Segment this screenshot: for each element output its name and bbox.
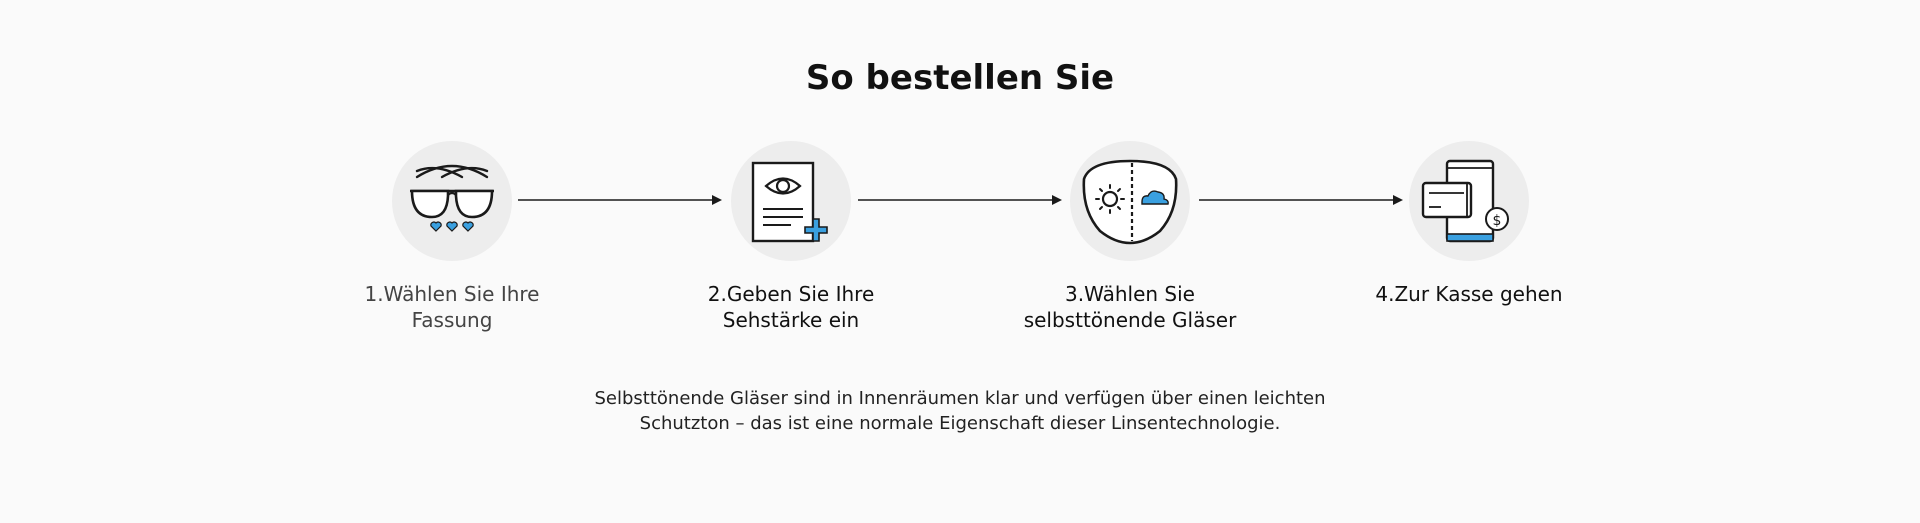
step-arrow-1	[518, 193, 722, 207]
step-1-label-line2: Fassung	[411, 308, 493, 332]
prescription-document-icon	[731, 141, 851, 261]
step-arrow-3	[1199, 193, 1403, 207]
page-title: So bestellen Sie	[805, 58, 1115, 98]
note-line1: Selbsttönende Gläser sind in Innenräumen…	[594, 388, 1326, 409]
svg-text:$: $	[1493, 213, 1502, 229]
step-3-label: 3.Wählen Sie selbsttönende Gläser	[980, 281, 1280, 333]
step-2-label: 2.Geben Sie Ihre Sehstärke ein	[641, 281, 941, 333]
photochromic-info-note: Selbsttönende Gläser sind in Innenräumen…	[460, 386, 1460, 436]
step-arrow-2	[858, 193, 1062, 207]
step-3-label-line1: 3.Wählen Sie	[1065, 282, 1195, 306]
step-4-label: 4.Zur Kasse gehen	[1319, 281, 1619, 307]
step-4-label-line1: 4.Zur Kasse gehen	[1375, 282, 1563, 306]
step-1-label: 1.Wählen Sie Ihre Fassung	[302, 281, 602, 333]
photochromic-lens-icon	[1070, 141, 1190, 261]
step-1-label-line1: 1.Wählen Sie Ihre	[364, 282, 540, 306]
glasses-with-hearts-icon	[392, 141, 512, 261]
step-3-label-line2: selbsttönende Gläser	[1023, 308, 1237, 332]
step-2-label-line2: Sehstärke ein	[722, 308, 860, 332]
note-line2: Schutzton – das ist eine normale Eigensc…	[639, 413, 1281, 434]
checkout-payment-icon: $	[1409, 141, 1529, 261]
step-2-label-line1: 2.Geben Sie Ihre	[707, 282, 875, 306]
